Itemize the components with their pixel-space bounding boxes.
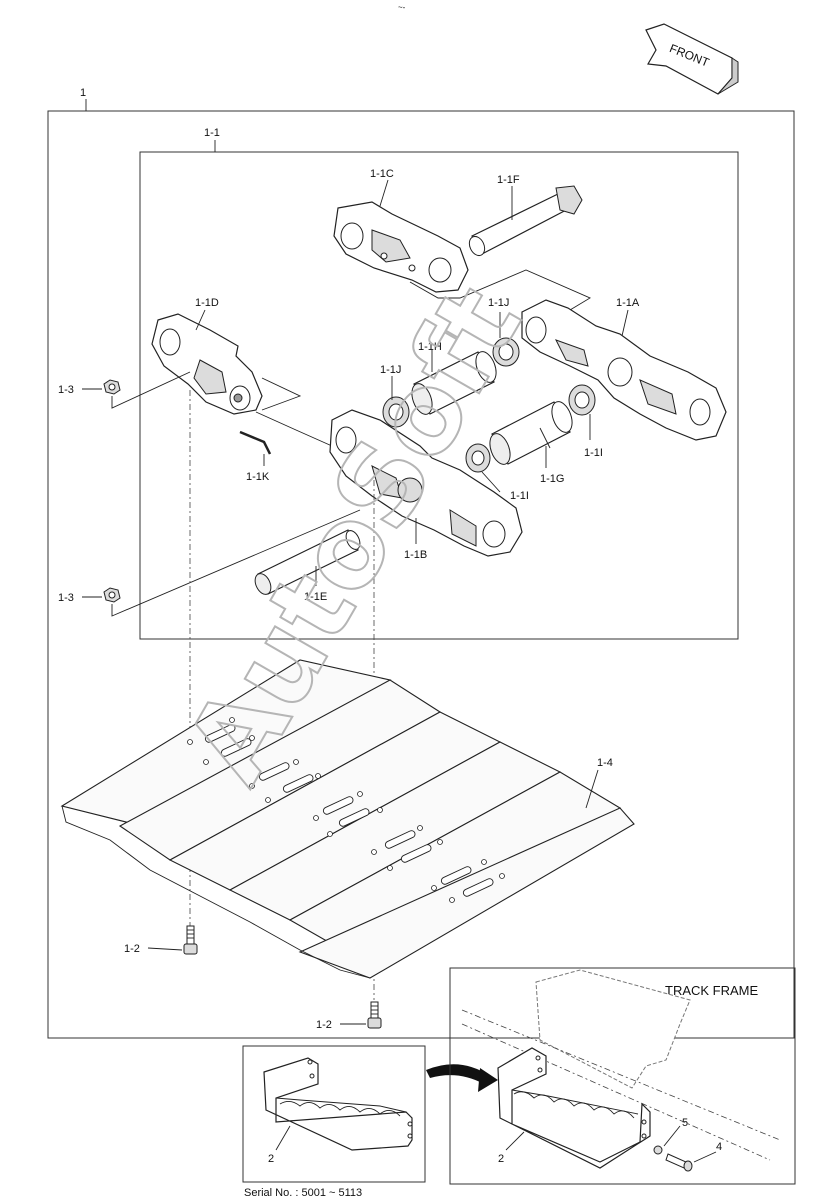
link-1-1a [521,299,727,441]
curved-arrow-icon [426,1064,498,1092]
serial-number: Serial No. : 5001 ~ 5113 [244,1187,362,1199]
label-1-1h: 1-1H [418,341,442,353]
seal-1-1i-mid [465,443,491,473]
front-arrow-icon: FRONT [645,23,739,95]
link-1-1b [329,409,523,557]
bushing-1-1g [489,401,573,465]
label-1: 1 [80,87,86,99]
step-2-left [263,1057,413,1151]
nut-1-3-top [103,379,121,395]
track-frame [461,969,781,1161]
label-1-1: 1-1 [204,127,220,139]
label-1-1d: 1-1D [195,297,219,309]
bolt-1-2-bottom [367,1001,382,1029]
seal-1-1i-right [568,384,596,416]
label-1-3-top: 1-3 [58,384,74,396]
label-1-1b: 1-1B [404,549,427,561]
label-2-right: 2 [498,1153,504,1165]
label-1-3-bottom: 1-3 [58,592,74,604]
pin-1-1e [254,529,361,595]
link-1-1c [333,201,469,293]
label-1-1j-top: 1-1J [488,297,509,309]
pin-1-1k [239,430,272,455]
nut-1-3-bottom [103,587,121,603]
bolt-1-2-left [183,925,198,955]
label-1-1g: 1-1G [540,473,564,485]
step-2-right [497,1047,651,1169]
washer-5 [653,1145,663,1155]
label-1-1j-mid: 1-1J [380,364,401,376]
label-1-2-left: 1-2 [124,943,140,955]
step-box-right [449,967,796,1185]
label-1-1k: 1-1K [246,471,270,483]
bolt-4 [665,1153,693,1172]
label-1-1i-right: 1-1I [584,447,603,459]
track-shoes-1-4 [60,659,635,979]
label-1-1i-mid: 1-1I [510,490,529,502]
label-1-1a: 1-1A [616,297,640,309]
label-2-left: 2 [268,1153,274,1165]
step-box-left [242,1045,426,1183]
link-1-1d [151,313,263,415]
bushing-1-1h [411,351,497,415]
assembly-box-1 [47,110,795,1039]
label-1-4: 1-4 [597,757,613,769]
top-mark: ~- [398,3,406,12]
label-1-2-bottom: 1-2 [316,1019,332,1031]
seal-1-1j-top [492,337,520,367]
label-1-1e: 1-1E [304,591,327,603]
label-5: 5 [682,1117,688,1129]
label-1-1f: 1-1F [497,174,520,186]
label-1-1c: 1-1C [370,168,394,180]
track-frame-label: TRACK FRAME [665,983,759,998]
pin-1-1f [468,185,583,257]
label-4: 4 [716,1141,722,1153]
seal-1-1j-mid [382,396,410,428]
